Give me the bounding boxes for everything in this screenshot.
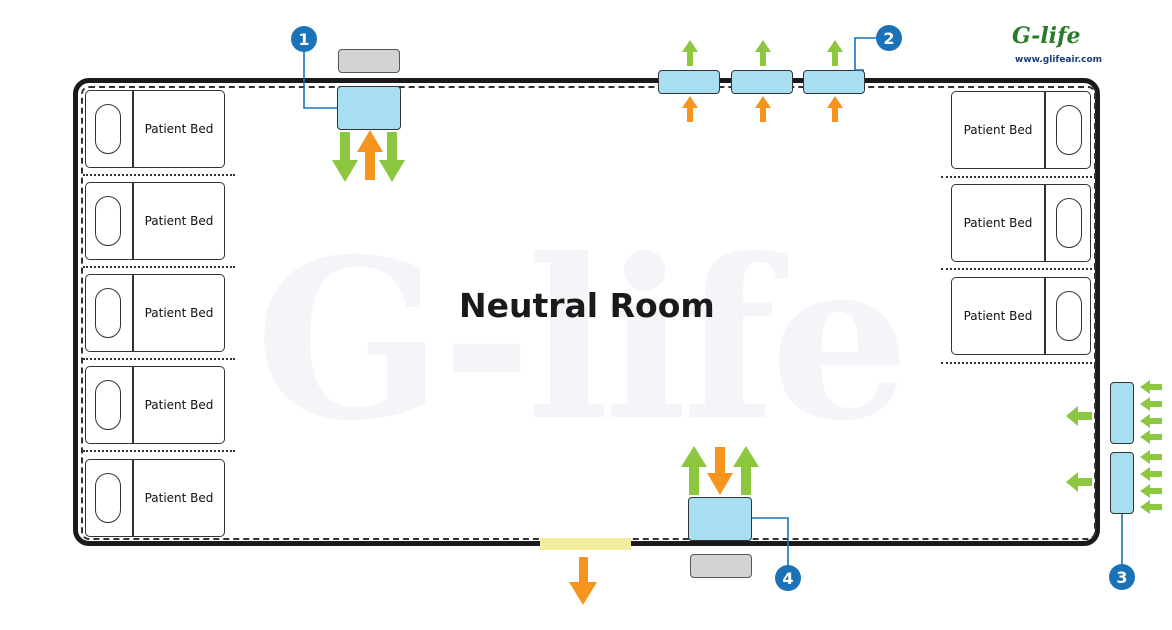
- down-arrow-icon: [569, 557, 597, 605]
- bed-divider: [83, 358, 235, 360]
- callout-badge-2: 2: [876, 25, 902, 51]
- ceiling-exhaust-unit: [658, 70, 720, 94]
- bed-divider: [941, 176, 1096, 178]
- wall-inlet-unit: [1110, 382, 1134, 444]
- door-grille: [540, 538, 631, 550]
- grey-unit-top: [338, 49, 400, 73]
- callout-1-leader: [303, 48, 337, 109]
- callout-badge-3: 3: [1109, 564, 1135, 590]
- pillow-icon: [95, 196, 121, 246]
- patient-bed: Patient Bed: [951, 91, 1091, 169]
- pillow-icon: [95, 104, 121, 154]
- down-arrow-icon: [379, 132, 405, 182]
- bed-divider: [941, 268, 1096, 270]
- up-arrow-icon: [827, 96, 843, 122]
- bed-label: Patient Bed: [144, 122, 214, 136]
- air-unit-4: [688, 497, 752, 541]
- patient-bed: Patient Bed: [85, 90, 225, 168]
- pillow-icon: [95, 473, 121, 523]
- up-arrow-icon: [755, 96, 771, 122]
- up-arrow-icon: [827, 40, 843, 66]
- bed-divider: [83, 266, 235, 268]
- grey-unit-bottom: [690, 554, 752, 578]
- bed-label: Patient Bed: [144, 491, 214, 505]
- pillow-icon: [1056, 105, 1082, 155]
- ceiling-exhaust-unit: [731, 70, 793, 94]
- left-arrow-icon: [1140, 397, 1162, 411]
- callout-badge-4: 4: [775, 565, 801, 591]
- logo-name: G-life: [1012, 23, 1081, 49]
- left-arrow-icon: [1066, 472, 1092, 492]
- left-arrow-icon: [1140, 414, 1162, 428]
- left-arrow-icon: [1140, 450, 1162, 464]
- watermark: G-life: [255, 210, 910, 469]
- left-arrow-icon: [1066, 406, 1092, 426]
- patient-bed: Patient Bed: [951, 277, 1091, 355]
- left-arrow-icon: [1140, 467, 1162, 481]
- left-arrow-icon: [1140, 500, 1162, 514]
- down-arrow-icon: [332, 132, 358, 182]
- patient-bed: Patient Bed: [85, 274, 225, 352]
- bed-label: Patient Bed: [963, 123, 1033, 137]
- room-title: Neutral Room: [459, 286, 715, 325]
- wall-inlet-unit: [1110, 452, 1134, 514]
- up-arrow-icon: [682, 96, 698, 122]
- bed-label: Patient Bed: [144, 306, 214, 320]
- left-arrow-icon: [1140, 484, 1162, 498]
- bed-divider: [941, 362, 1096, 364]
- bed-label: Patient Bed: [144, 214, 214, 228]
- patient-bed: Patient Bed: [85, 366, 225, 444]
- left-arrow-icon: [1140, 380, 1162, 394]
- patient-bed: Patient Bed: [85, 459, 225, 537]
- up-arrow-icon: [681, 446, 707, 495]
- callout-4-leader: [752, 517, 789, 566]
- glife-logo: G-life www.glifeair.com: [1012, 23, 1102, 69]
- patient-bed: Patient Bed: [85, 182, 225, 260]
- air-unit-1: [337, 86, 401, 130]
- logo-url: www.glifeair.com: [1015, 55, 1103, 65]
- ceiling-exhaust-unit: [803, 70, 865, 94]
- left-arrow-icon: [1140, 430, 1162, 444]
- pillow-icon: [1056, 198, 1082, 248]
- patient-bed: Patient Bed: [951, 184, 1091, 262]
- callout-2-leader: [854, 37, 876, 71]
- bed-label: Patient Bed: [963, 216, 1033, 230]
- up-arrow-icon: [682, 40, 698, 66]
- bed-label: Patient Bed: [144, 398, 214, 412]
- up-arrow-icon: [733, 446, 759, 495]
- pillow-icon: [1056, 291, 1082, 341]
- pillow-icon: [95, 380, 121, 430]
- bed-divider: [83, 450, 235, 452]
- pillow-icon: [95, 288, 121, 338]
- bed-label: Patient Bed: [963, 309, 1033, 323]
- down-arrow-icon: [707, 447, 733, 495]
- bed-divider: [83, 174, 235, 176]
- up-arrow-icon: [357, 130, 383, 180]
- callout-badge-1: 1: [291, 26, 317, 52]
- up-arrow-icon: [755, 40, 771, 66]
